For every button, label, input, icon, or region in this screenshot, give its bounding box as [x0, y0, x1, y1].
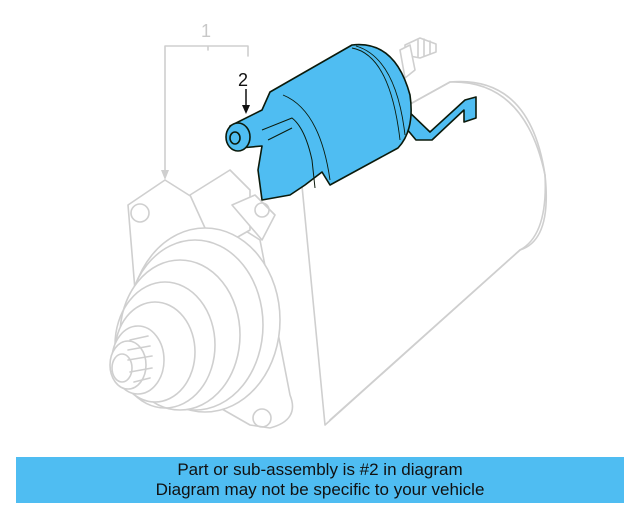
parts-diagram — [109, 37, 548, 429]
callout-2-arrow-icon — [242, 89, 250, 114]
banner-vehicle-note: Diagram may not be specific to your vehi… — [155, 480, 485, 499]
callout-label-1: 1 — [201, 21, 212, 41]
disclaimer-banner: Part or sub-assembly is #2 in diagram Di… — [16, 457, 624, 503]
starter-motor-illustration — [109, 37, 548, 429]
banner-part-note: Part or sub-assembly is #2 in diagram — [177, 460, 463, 479]
callout-label-2: 2 — [238, 70, 249, 90]
